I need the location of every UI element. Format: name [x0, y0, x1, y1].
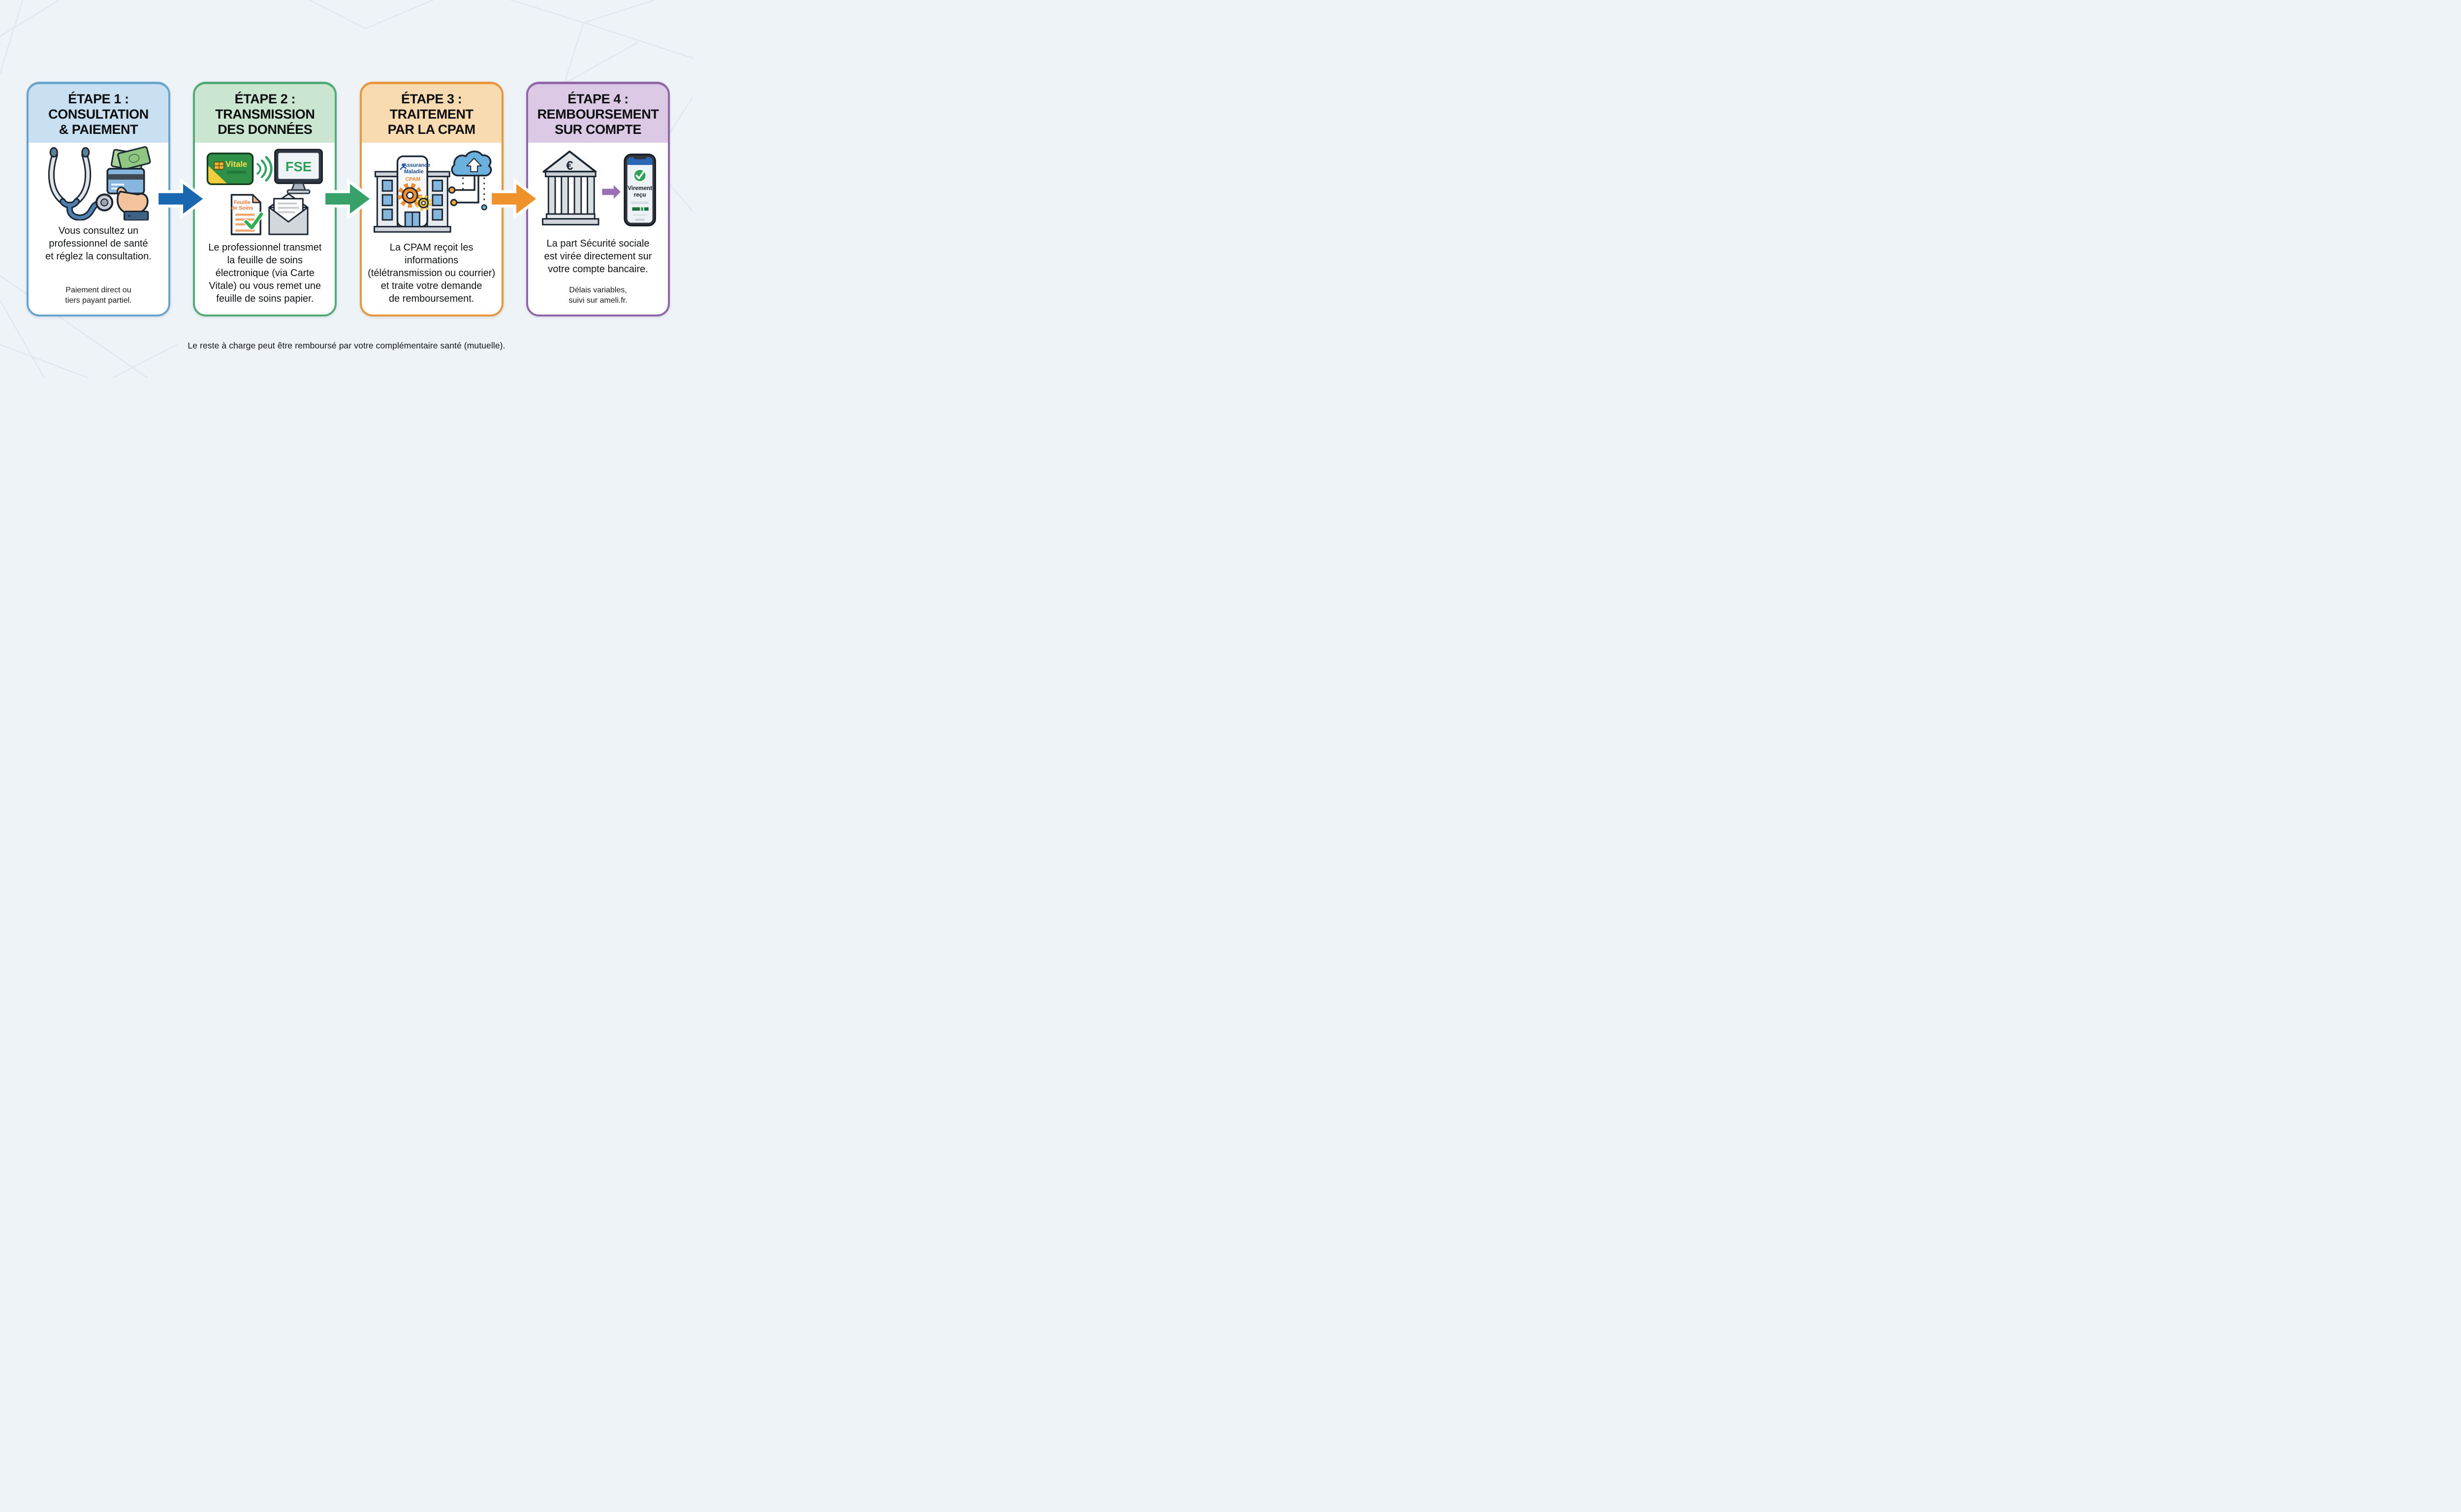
feuille-de-soins-icon: Feuille de Soins	[231, 194, 264, 235]
vitale-label: Vitale	[226, 159, 248, 169]
stethoscope-icon	[48, 147, 114, 220]
success-check-icon	[633, 168, 647, 183]
virement-label-1: Virement	[628, 185, 652, 191]
step1-body: Vous consultez un professionnel de santé…	[29, 143, 168, 315]
cpam-label: CPAM	[405, 176, 420, 182]
step-card-3: ÉTAPE 3 : TRAITEMENT PAR LA CPAM	[359, 82, 504, 316]
euro-symbol: €	[566, 159, 573, 173]
step4-illustration: €	[542, 150, 656, 226]
step1-title-line: ÉTAPE 1 :	[68, 92, 129, 106]
flow-arrow-3-shape	[489, 178, 541, 220]
transfer-arrow-icon	[600, 181, 623, 203]
step4-header: ÉTAPE 4 : REMBOURSEMENT SUR COMPTE	[528, 84, 668, 143]
step1-icon-area	[37, 146, 160, 220]
step2-icon-area: Vitale FSE	[204, 146, 326, 237]
text-line: suivi sur ameli.fr.	[568, 296, 628, 305]
step3-title-line: PAR LA CPAM	[387, 122, 475, 137]
assurance-maladie-logo	[401, 163, 405, 167]
infographic-root: ÉTAPE 1 : CONSULTATION & PAIEMENT	[0, 0, 693, 378]
step4-title-line: REMBOURSEMENT	[537, 107, 659, 122]
step1-title-line: CONSULTATION	[48, 107, 149, 122]
upload-arrow-icon	[466, 158, 482, 172]
step3-body: Assurance Maladie CPAM	[362, 143, 502, 315]
text-line: tiers payant partiel.	[65, 296, 132, 305]
step2-title-line: DES DONNÉES	[218, 122, 313, 137]
text-line: la feuille de soins	[227, 255, 303, 266]
text-line: (télétransmission ou courrier)	[368, 268, 496, 279]
payment-hand-icon	[106, 146, 151, 220]
step4-body: €	[528, 143, 668, 315]
carte-vitale-icon: Vitale	[207, 152, 254, 186]
step3-icon-area: Assurance Maladie CPAM	[371, 146, 493, 237]
step2-title-line: TRANSMISSION	[215, 107, 315, 122]
step1-title-line: & PAIEMENT	[59, 122, 138, 137]
maladie-label: Maladie	[404, 169, 423, 175]
assurance-label: Assurance	[403, 162, 430, 168]
gears-icon	[397, 183, 432, 211]
feuille-label-1: Feuille	[234, 199, 251, 205]
text-line: professionnel de santé	[49, 238, 148, 249]
text-line: feuille de soins papier.	[216, 293, 314, 304]
step3-description: La CPAM reçoit les informations (télétra…	[368, 241, 495, 305]
fse-label: FSE	[285, 159, 312, 174]
step1-illustration	[48, 146, 151, 220]
text-line: est virée directement sur	[544, 251, 652, 262]
check-icon	[244, 212, 263, 229]
virement-label-2: reçu	[634, 192, 646, 198]
text-line: Paiement direct ou	[65, 286, 131, 294]
step2-illustration: Vitale FSE	[207, 149, 323, 235]
step1-header: ÉTAPE 1 : CONSULTATION & PAIEMENT	[29, 84, 168, 143]
signal-waves-icon	[256, 156, 273, 182]
feuille-label-2: de Soins	[231, 205, 253, 211]
step-card-4: ÉTAPE 4 : REMBOURSEMENT SUR COMPTE €	[526, 82, 670, 316]
fse-monitor-icon: FSE	[274, 149, 323, 194]
text-line: Vitale) ou vous remet une	[209, 281, 321, 291]
text-line: et réglez la consultation.	[45, 251, 152, 262]
text-line: de remboursement.	[388, 293, 474, 304]
flow-arrow-1-shape	[156, 178, 208, 220]
step-card-1: ÉTAPE 1 : CONSULTATION & PAIEMENT	[27, 82, 170, 316]
step-card-2: ÉTAPE 2 : TRANSMISSION DES DONNÉES	[193, 82, 337, 316]
step1-description: Vous consultez un professionnel de santé…	[45, 224, 152, 263]
cloud-upload-icon	[448, 151, 492, 211]
step4-description: La part Sécurité sociale est virée direc…	[544, 237, 652, 276]
steps-row: ÉTAPE 1 : CONSULTATION & PAIEMENT	[27, 82, 670, 316]
cpam-building-icon: Assurance Maladie CPAM	[373, 155, 451, 233]
smartphone-icon: Virement reçu	[624, 154, 656, 226]
flow-arrow-2-shape	[322, 178, 375, 220]
flow-arrow-2	[322, 178, 375, 220]
bank-icon: €	[542, 150, 599, 225]
step4-title-line: ÉTAPE 4 :	[568, 92, 629, 106]
envelope-icon	[268, 193, 309, 235]
text-line: La CPAM reçoit les	[389, 242, 473, 253]
step1-note: Paiement direct ou tiers payant partiel.	[65, 285, 131, 306]
step3-title-line: ÉTAPE 3 :	[401, 92, 462, 106]
text-line: électronique (via Carte	[215, 268, 315, 279]
sleeve	[123, 210, 149, 220]
flow-arrow-1	[156, 178, 208, 220]
text-line: Vous consultez un	[58, 225, 139, 236]
step4-icon-area: €	[537, 146, 659, 233]
phone-notch	[633, 155, 646, 159]
text-line: Le professionnel transmet	[208, 242, 322, 253]
step2-header: ÉTAPE 2 : TRANSMISSION DES DONNÉES	[195, 84, 335, 143]
text-line: Délais variables,	[569, 286, 627, 294]
step4-note: Délais variables, suivi sur ameli.fr.	[568, 285, 627, 306]
step2-title-line: ÉTAPE 2 :	[234, 92, 296, 106]
step2-body: Vitale FSE	[195, 143, 335, 315]
step3-title-line: TRAITEMENT	[389, 107, 473, 122]
step3-header: ÉTAPE 3 : TRAITEMENT PAR LA CPAM	[361, 84, 502, 143]
text-line: et traite votre demande	[380, 281, 482, 291]
text-line: votre compte bancaire.	[548, 264, 648, 275]
text-line: informations	[405, 255, 459, 266]
flow-arrow-3	[489, 178, 541, 220]
footer-note: Le reste à charge peut être remboursé pa…	[188, 341, 505, 350]
background-mesh-pattern	[0, 0, 693, 378]
fse-screen	[278, 153, 319, 179]
step4-title-line: SUR COMPTE	[554, 122, 641, 137]
step2-description: Le professionnel transmet la feuille de …	[208, 241, 321, 305]
step3-illustration: Assurance Maladie CPAM	[373, 151, 492, 233]
text-line: La part Sécurité sociale	[546, 238, 650, 249]
